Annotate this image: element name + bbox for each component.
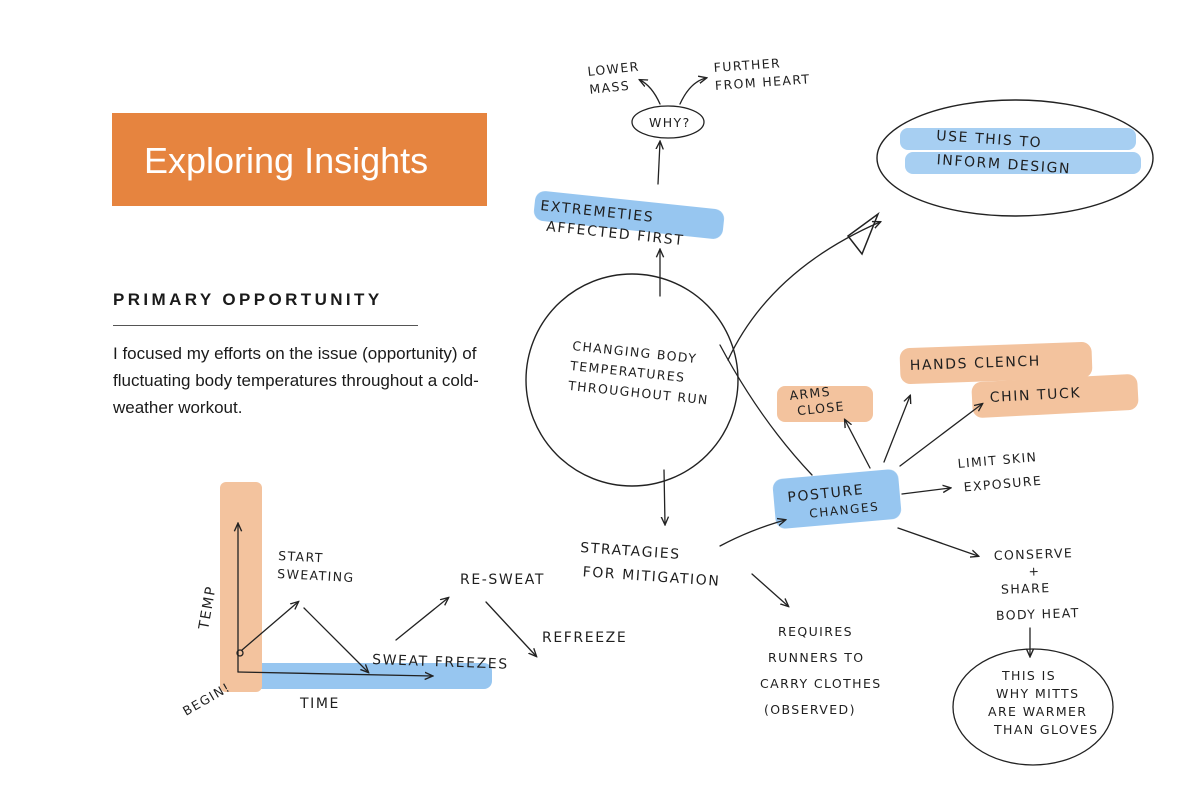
graph-origin-point (236, 649, 244, 657)
arrow-to-conserve (897, 527, 978, 556)
arms-close-label: ARMS CLOSE (789, 382, 846, 418)
graph-fall-line (303, 607, 368, 672)
graph-rise-line (241, 602, 298, 651)
hands-clench-highlight (899, 342, 1093, 384)
requires-label: REQUIRES RUNNERS TO CARRY CLOTHES (OBSER… (760, 624, 887, 717)
extremities-highlight (533, 191, 725, 239)
page-title: Exploring Insights (144, 140, 429, 181)
intro-paragraph: I focused my efforts on the issue (oppor… (113, 344, 479, 417)
arrow-to-hands-clench (883, 396, 910, 463)
hands-clench-label: HANDS CLENCH (910, 353, 1042, 374)
central-topic-circle (525, 273, 739, 487)
arms-close-highlight (777, 386, 873, 422)
arrow-to-limit-skin (901, 488, 950, 495)
further-from-heart-label: FURTHER FROM HEART (713, 53, 811, 93)
heading-divider (113, 325, 418, 326)
refreeze-label: REFREEZE (542, 630, 627, 646)
arrow-to-posture (719, 520, 785, 547)
why-bubble (631, 105, 705, 139)
use-this-bubble (876, 99, 1154, 217)
section-heading: PRIMARY OPPORTUNITY (113, 290, 383, 309)
lower-mass-label: LOWER MASS (587, 58, 648, 97)
graph-time-label: TIME (299, 696, 340, 712)
graph-resweat-line (395, 598, 448, 641)
graph-temp-label: TEMP (196, 584, 220, 631)
graph-refreeze-line (485, 601, 536, 656)
re-sweat-label: RE-SWEAT (460, 572, 545, 588)
strategies-label: STRATAGIES FOR MITIGATION (578, 540, 723, 590)
limit-skin-label: LIMIT SKIN EXPOSURE (957, 449, 1045, 495)
graph-begin-label: BEGIN! (180, 679, 233, 718)
arrow-to-arms-close (845, 420, 871, 469)
arrow-to-chin-tuck (899, 404, 982, 467)
arrow-to-lower-mass (640, 80, 661, 105)
mitts-label: THIS IS WHY MITTS ARE WARMER THAN GLOVES (988, 668, 1099, 737)
chin-tuck-highlight (971, 374, 1139, 418)
arrow-to-use-this (727, 222, 880, 361)
title-banner: Exploring Insights (112, 113, 487, 206)
central-topic-label: CHANGING BODY TEMPERATURES THROUGHOUT RU… (567, 338, 714, 408)
temp-axis-highlight (220, 482, 262, 692)
arrow-to-why (658, 142, 660, 185)
sweat-freezes-label: SWEAT FREEZES (372, 652, 509, 673)
why-label: WHY? (649, 115, 691, 130)
arrow-to-strategies (664, 469, 665, 524)
conserve-label: CONSERVE + SHARE BODY HEAT (994, 545, 1081, 623)
bold-arrowhead (846, 211, 880, 256)
start-sweating-label: START SWEATING (277, 548, 356, 585)
posture-highlight (772, 469, 902, 529)
chin-tuck-label: CHIN TUCK (989, 385, 1081, 406)
arrow-to-further-heart (679, 78, 706, 105)
graph-x-axis (237, 671, 432, 676)
overlap-arc (719, 344, 813, 476)
time-axis-highlight (246, 663, 492, 689)
arrow-to-requires (751, 573, 788, 606)
